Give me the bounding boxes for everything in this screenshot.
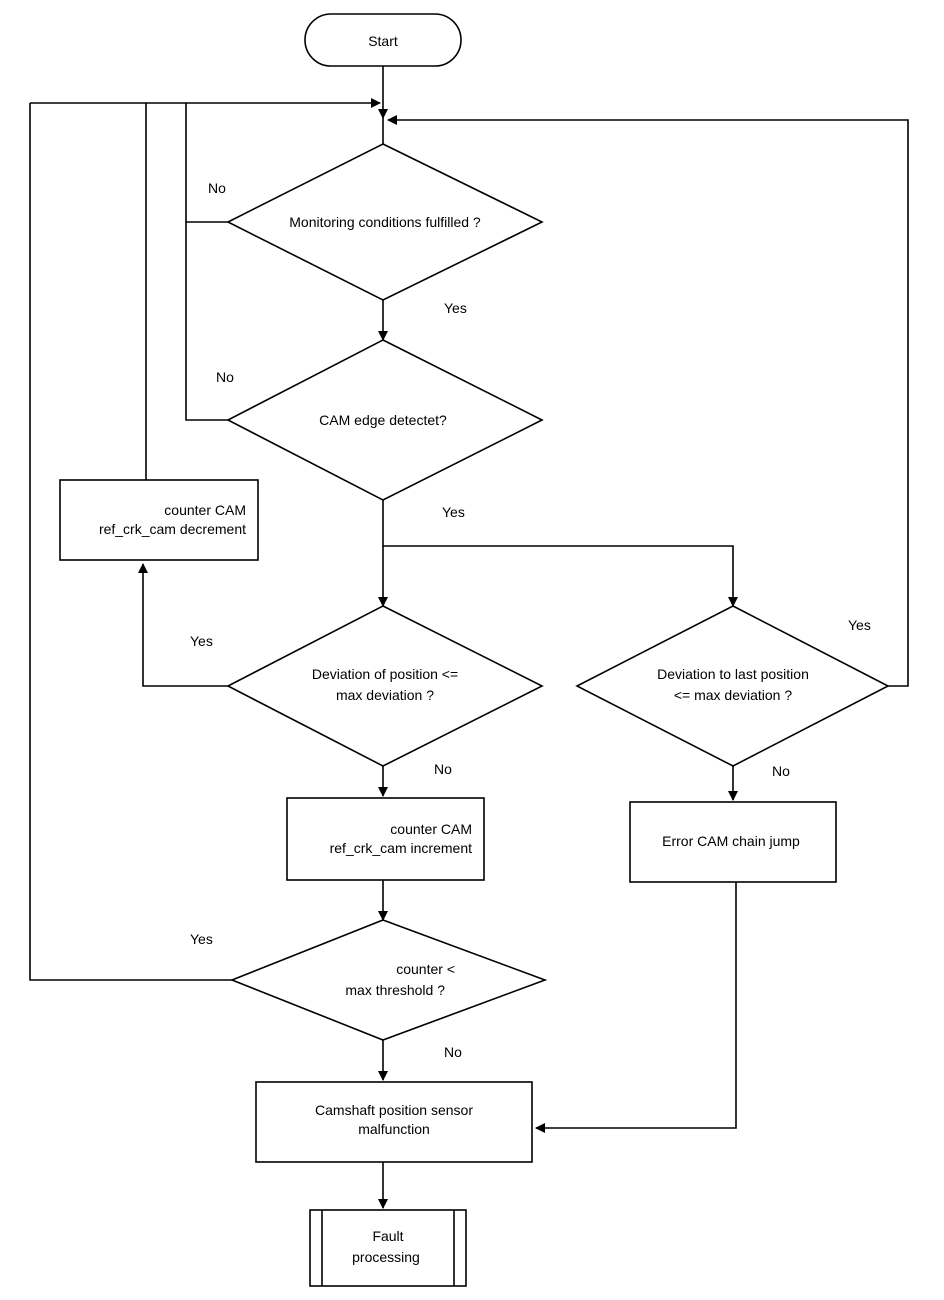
edge-label-dev-pos-yes: Yes [190, 633, 213, 649]
dev-pos-line2: max deviation ? [336, 687, 434, 703]
node-malfunction-process: Camshaft position sensor malfunction [255, 1081, 533, 1163]
node-threshold-decision: counter < max threshold ? [229, 919, 548, 1041]
threshold-line2: max threshold ? [345, 982, 445, 998]
edge-label-threshold-no: No [444, 1044, 462, 1060]
node-fault-subprocess: Fault processing [309, 1209, 467, 1287]
increment-line2: ref_crk_cam increment [330, 840, 472, 856]
threshold-line1: counter < [396, 961, 455, 977]
edge-labels: No Yes No Yes Yes No Yes No Yes No [190, 180, 871, 1060]
decrement-line2: ref_crk_cam decrement [99, 521, 246, 537]
dev-last-line2: <= max deviation ? [674, 687, 793, 703]
edge-label-monitoring-no: No [208, 180, 226, 196]
dev-last-line1: Deviation to last position [657, 666, 809, 682]
connector-cam-edge-no [185, 222, 228, 421]
node-chain-jump-process: Error CAM chain jump [629, 801, 837, 883]
connector-dev-last-yes [387, 115, 909, 687]
fault-line2: processing [352, 1249, 420, 1265]
connectors [29, 66, 909, 1209]
edge-label-dev-pos-no: No [434, 761, 452, 777]
malfunction-line1: Camshaft position sensor [315, 1102, 473, 1118]
edge-label-cam-edge-no: No [216, 369, 234, 385]
edge-label-dev-last-yes: Yes [848, 617, 871, 633]
node-decrement-process: counter CAM ref_crk_cam decrement [59, 479, 259, 561]
edge-label-threshold-yes: Yes [190, 931, 213, 947]
connector-chain-jump-to-malfunction [535, 882, 737, 1133]
dev-pos-line1: Deviation of position <= [312, 666, 458, 682]
node-monitoring-decision: Monitoring conditions fulfilled ? [226, 143, 544, 301]
connector-dev-pos-yes [138, 563, 228, 687]
start-label: Start [368, 33, 398, 49]
decrement-line1: counter CAM [164, 502, 246, 518]
edge-label-monitoring-yes: Yes [444, 300, 467, 316]
cam-edge-label: CAM edge detectet? [319, 412, 447, 428]
monitoring-label: Monitoring conditions fulfilled ? [289, 214, 481, 230]
edge-label-dev-last-no: No [772, 763, 790, 779]
node-increment-process: counter CAM ref_crk_cam increment [286, 797, 485, 881]
connector-cam-edge-yes [382, 500, 738, 607]
edge-label-cam-edge-yes: Yes [442, 504, 465, 520]
fault-line1: Fault [372, 1228, 403, 1244]
connector-top-loop [29, 103, 232, 981]
malfunction-line2: malfunction [358, 1121, 430, 1137]
node-start: Start [304, 13, 462, 67]
increment-line1: counter CAM [390, 821, 472, 837]
node-cam-edge-decision: CAM edge detectet? [226, 339, 544, 501]
node-dev-pos-decision: Deviation of position <= max deviation ? [226, 605, 544, 767]
chain-jump-label: Error CAM chain jump [662, 833, 800, 849]
node-dev-last-decision: Deviation to last position <= max deviat… [575, 605, 890, 767]
connector-monitoring-no [185, 103, 228, 223]
